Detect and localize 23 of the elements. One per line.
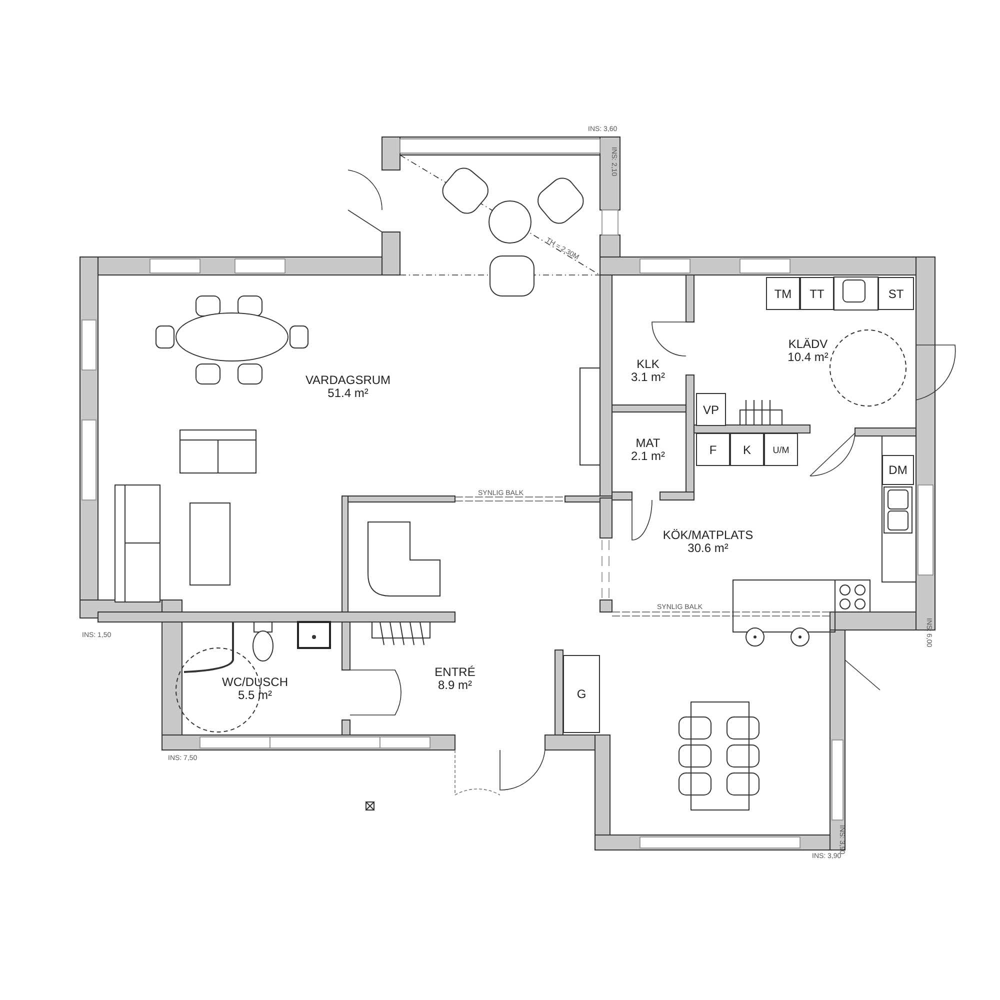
room-name: MAT: [636, 437, 660, 450]
room-area-label: 51.4 m²: [328, 387, 368, 400]
appliance-cabinet: VP: [696, 393, 726, 426]
room-area-label: 10.4 m²: [788, 351, 828, 364]
room-name: VARDAGSRUM: [305, 374, 391, 387]
room-area-label: 2.1 m²: [631, 450, 665, 463]
appliance-cabinet: G: [563, 655, 600, 733]
appliance-cabinet: U/M: [764, 433, 798, 466]
room-name: ENTRÉ: [434, 666, 476, 679]
room-area-label: 30.6 m²: [688, 542, 728, 555]
appliance-cabinet: TM: [766, 277, 800, 310]
appliance-cabinet: K: [730, 433, 764, 466]
appliance-cabinet: TT: [800, 277, 834, 310]
room-area-label: 3.1 m²: [631, 371, 665, 384]
room-area-label: 8.9 m²: [438, 679, 472, 692]
room-name: WC/DUSCH: [222, 676, 288, 689]
room-name: KLK: [636, 358, 660, 371]
appliance-cabinet: ST: [878, 277, 914, 310]
appliance-cabinet: DM: [882, 455, 914, 485]
room-name: KÖK/MATPLATS: [662, 529, 754, 542]
room-area-label: 5.5 m²: [238, 689, 272, 702]
room-name: KLÄDV: [788, 338, 828, 351]
appliance-cabinet: F: [696, 433, 730, 466]
